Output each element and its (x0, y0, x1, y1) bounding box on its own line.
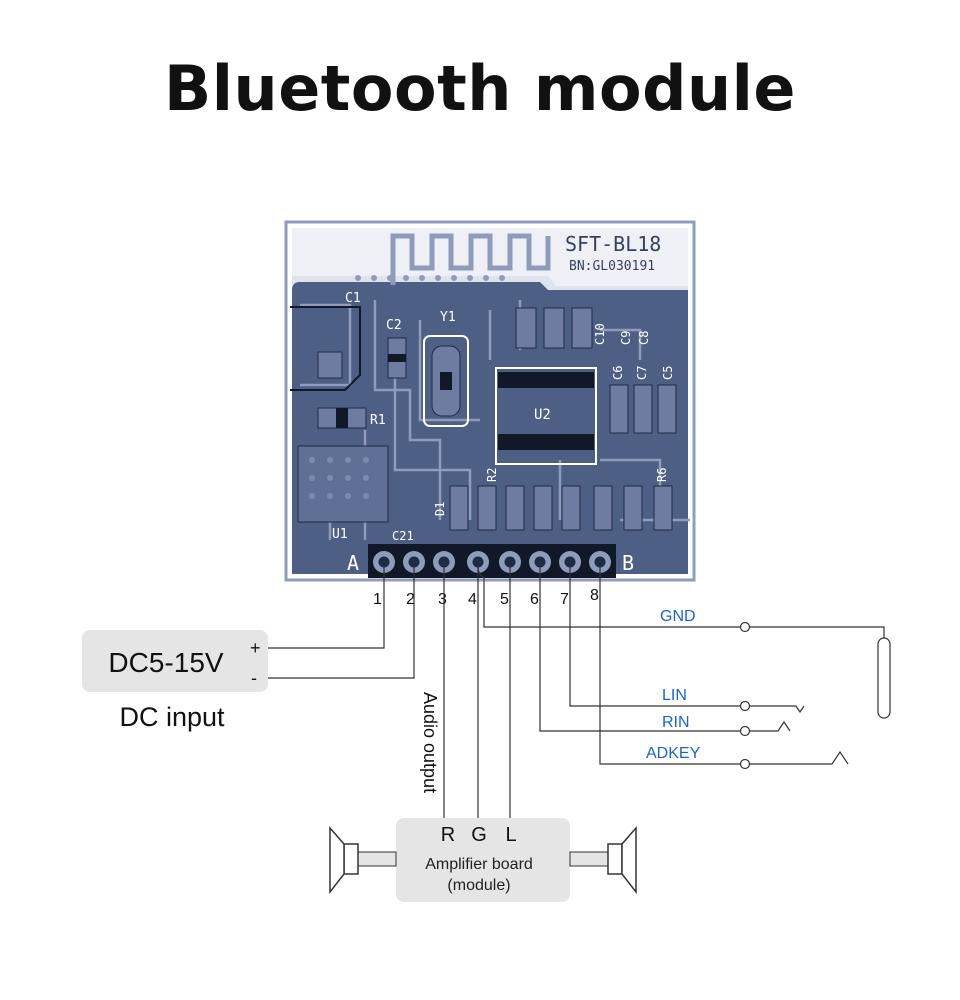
right-cap-pads (609, 384, 677, 434)
c1-outline (290, 306, 361, 391)
y1-core (440, 372, 452, 390)
header-pad-hole-4 (472, 556, 484, 568)
right-speaker-icon (607, 826, 637, 895)
label-u1: U1 (332, 527, 348, 542)
header-pad-hole-7 (564, 556, 576, 568)
signal-gnd: GND (660, 608, 696, 625)
model-label: SFT-BL18 (565, 232, 661, 256)
pin-number-4: 4 (468, 591, 477, 608)
label-c2: C2 (386, 318, 402, 333)
u2-pins-top (498, 372, 594, 388)
adkey-switch (750, 750, 849, 765)
pin-number-1: 1 (373, 591, 382, 608)
left-speaker-icon (329, 826, 359, 895)
power-voltage: DC5-15V (108, 647, 223, 678)
terminal-rin (739, 725, 751, 737)
u2-outline (495, 367, 597, 465)
right-speaker-cable (569, 851, 609, 867)
signal-lin: LIN (662, 687, 687, 704)
terminal-gnd (739, 621, 751, 633)
label-c21: C21 (392, 529, 414, 543)
pin-number-row: 1 2 3 4 5 6 7 8 (373, 587, 599, 608)
rin-switch (750, 720, 791, 732)
header-pad-hole-2 (408, 556, 420, 568)
label-u2: U2 (534, 407, 551, 423)
label-r2: R2 (485, 468, 499, 482)
batch-label: BN:GL030191 (569, 259, 655, 274)
label-y1: Y1 (440, 310, 456, 325)
u1-grid (309, 457, 369, 499)
label-r6: R6 (655, 468, 669, 482)
wire-pin2-minus (268, 567, 415, 679)
signal-adkey: ADKEY (646, 745, 701, 762)
label-r1: R1 (370, 413, 386, 428)
pin-number-5: 5 (500, 591, 509, 608)
label-c7: C7 (635, 366, 649, 380)
amp-line1: Amplifier board (425, 856, 533, 873)
label-c6: C6 (611, 366, 625, 380)
via-row (355, 275, 505, 281)
amplifier-box (396, 818, 570, 902)
amp-channel-r: R (441, 824, 455, 846)
lin-switch (750, 705, 805, 714)
label-c10: C10 (593, 323, 607, 345)
header-pad-hole-6 (534, 556, 546, 568)
y1-outline (423, 335, 469, 427)
wire-pin1-plus (268, 567, 385, 649)
power-plus: + (250, 638, 261, 658)
left-speaker-cable (357, 851, 397, 867)
pin-number-3: 3 (438, 591, 447, 608)
signal-rin: RIN (662, 714, 690, 731)
audio-output-label: Audio output (420, 692, 440, 793)
label-d1: D1 (433, 502, 447, 516)
antenna-trace (390, 233, 551, 285)
wire-pin8-adkey (599, 567, 740, 765)
header-pad-hole-5 (504, 556, 516, 568)
upper-resistor-pads (515, 307, 593, 349)
terminal-lin (739, 700, 751, 712)
label-c1: C1 (345, 291, 361, 306)
wire-pin6-rin (539, 567, 740, 732)
amp-channel-l: L (505, 824, 516, 846)
label-c9: C9 (619, 331, 633, 345)
power-box (82, 630, 268, 692)
label-c8: C8 (637, 331, 651, 345)
page-title: Bluetooth module (164, 52, 796, 125)
lower-resistor-pads (449, 485, 673, 531)
r1-body (336, 408, 348, 428)
c2-body (388, 354, 406, 362)
wire-gnd-ground (750, 626, 885, 640)
pin-number-2: 2 (406, 591, 415, 608)
u2-pins-bottom (498, 434, 594, 450)
wires (268, 566, 891, 818)
header-pad-hole-3 (438, 556, 450, 568)
header-pad-hole-1 (378, 556, 390, 568)
wire-pin4-gnd (477, 566, 740, 628)
amp-channel-g: G (471, 824, 487, 846)
pad-label-b: B (622, 551, 634, 575)
header-pads (373, 551, 611, 573)
pin-number-7: 7 (560, 591, 569, 608)
pin-number-6: 6 (530, 591, 539, 608)
power-caption: DC input (119, 702, 225, 732)
label-c5: C5 (661, 366, 675, 380)
wire-pin7-lin (569, 567, 740, 707)
power-minus: - (251, 668, 257, 688)
pin-number-8: 8 (590, 587, 599, 604)
c1-pad (317, 351, 343, 379)
terminal-adkey (739, 758, 751, 770)
header-pad-hole-8 (594, 556, 606, 568)
ground-electrode (877, 637, 891, 719)
amp-line2: (module) (447, 877, 510, 894)
bluetooth-module-board: SFT-BL18 BN:GL030191 C1 C2 Y1 (284, 220, 696, 582)
pad-label-a: A (347, 551, 359, 575)
